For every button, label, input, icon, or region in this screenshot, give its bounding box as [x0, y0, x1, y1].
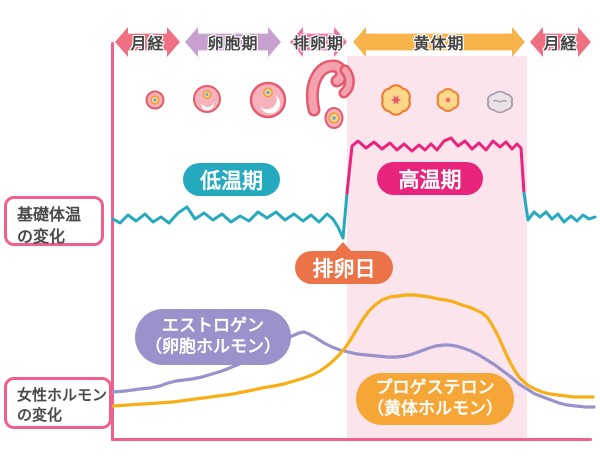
basal-temp-low-line [111, 191, 349, 240]
primary-follicle-icon [145, 90, 165, 110]
progesterone-label-line1: プロゲステロン [375, 377, 495, 398]
estrogen-badge: エストロゲン （卵胞ホルモン） [135, 309, 291, 365]
high-temp-badge: 高温期 [377, 162, 483, 195]
basal-temp-axis-label-line1: 基礎体温 [17, 205, 82, 224]
estrogen-label-line1: エストロゲン [162, 315, 264, 336]
basal-temp-axis-label-line2: の変化 [17, 226, 66, 246]
mature-follicle-icon [249, 81, 287, 119]
phase-arrow-ovulation: 排卵期 [290, 27, 347, 57]
ovulation-day-pointer [334, 242, 352, 252]
hormone-axis-label-line1: 女性ホルモン [17, 386, 108, 404]
hormone-axis-label: 女性ホルモン の変化 [4, 377, 112, 429]
phase-arrow-menstruation-2: 月経 [530, 27, 591, 57]
basal-temp-next-cycle-line [522, 191, 597, 224]
phase-arrow-label: 卵胞期 [207, 34, 259, 53]
basal-temp-axis-label: 基礎体温 の変化 [4, 196, 104, 246]
ovulation-release-icon [306, 59, 355, 129]
phase-arrow-label: 排卵期 [292, 34, 344, 53]
progesterone-label-line2: （黄体ホルモン） [367, 399, 503, 419]
phase-arrow-label: 黄体期 [413, 34, 465, 53]
phase-arrow-luteal: 黄体期 [353, 27, 525, 57]
phase-arrow-menstruation-1: 月経 [115, 27, 180, 57]
low-temp-badge: 低温期 [183, 163, 280, 196]
phase-arrow-label: 月経 [130, 34, 165, 53]
hormone-axis-label-line2: の変化 [17, 406, 63, 425]
phase-arrow-follicular: 卵胞期 [185, 27, 281, 57]
progesterone-badge: プロゲステロン （黄体ホルモン） [356, 373, 514, 425]
growing-follicle-icon [193, 85, 221, 113]
y-axis-line [111, 42, 114, 441]
ovulation-day-badge: 排卵日 [295, 242, 393, 284]
x-axis-line [111, 438, 592, 441]
estrogen-label-line2: （卵胞ホルモン） [145, 337, 281, 357]
ovulation-day-label: 排卵日 [312, 256, 376, 281]
phase-arrow-label: 月経 [543, 34, 578, 53]
